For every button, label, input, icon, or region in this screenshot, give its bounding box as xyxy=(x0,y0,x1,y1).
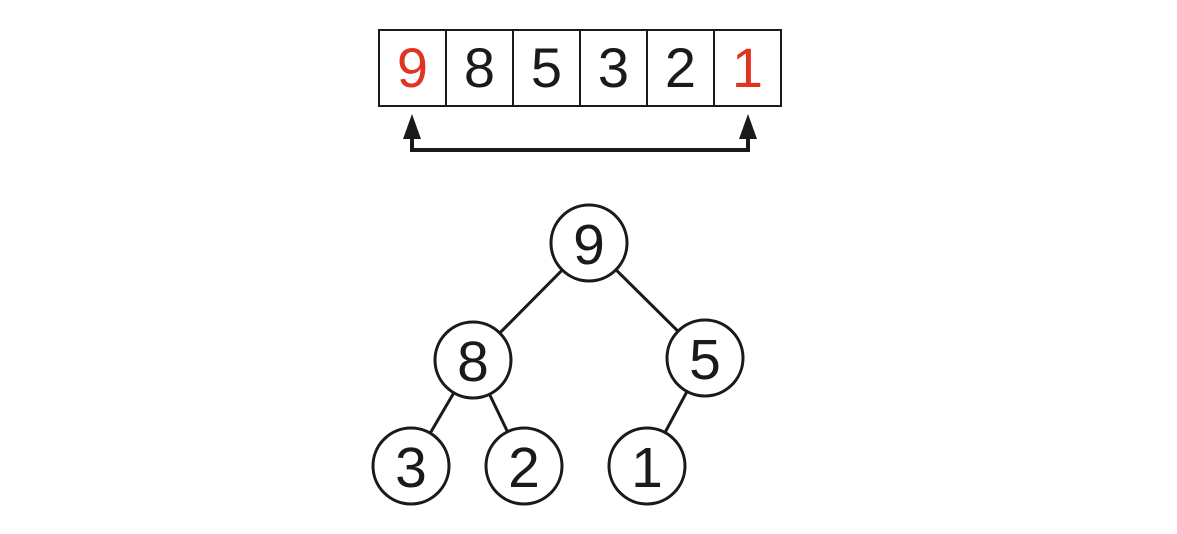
array-cell-5: 1 xyxy=(713,29,782,107)
array-cell-0: 9 xyxy=(378,29,447,107)
swap-arrow-head-right-icon xyxy=(739,114,757,139)
tree-node-circle xyxy=(433,320,513,400)
array-cell-1: 8 xyxy=(445,29,514,107)
tree-node-circle xyxy=(665,318,745,398)
array-cell-value: 8 xyxy=(463,36,496,99)
array-cell-value: 9 xyxy=(396,36,429,99)
swap-arrow-head-left-icon xyxy=(403,114,421,139)
array-cell-value: 3 xyxy=(597,36,630,99)
swap-arrow-line xyxy=(410,137,750,152)
array-cell-value: 5 xyxy=(530,36,563,99)
tree-node-circle xyxy=(371,426,451,506)
tree-node-left-right: 2 xyxy=(484,426,564,506)
tree-node-value: 2 xyxy=(508,436,540,500)
array-cell-3: 3 xyxy=(579,29,648,107)
swap-arrow xyxy=(403,114,757,152)
tree-node-root: 9 xyxy=(549,203,629,283)
tree-nodes: 9 8 5 3 2 1 xyxy=(371,203,745,506)
tree-node-left-left: 3 xyxy=(371,426,451,506)
array-cell-value: 2 xyxy=(664,36,697,99)
tree-node-right: 5 xyxy=(665,318,745,398)
tree-node-value: 5 xyxy=(689,328,721,392)
tree-node-left: 8 xyxy=(433,320,513,400)
array-cell-value: 1 xyxy=(731,36,764,99)
tree-node-value: 3 xyxy=(395,436,427,500)
tree-node-value: 1 xyxy=(631,436,663,500)
tree-node-value: 8 xyxy=(457,330,489,394)
tree-node-value: 9 xyxy=(573,213,605,277)
tree-node-circle xyxy=(484,426,564,506)
tree-node-circle xyxy=(549,203,629,283)
tree-node-circle xyxy=(607,426,687,506)
array-cell-4: 2 xyxy=(646,29,715,107)
array: 9 8 5 3 2 1 xyxy=(378,29,782,107)
tree-node-right-left: 1 xyxy=(607,426,687,506)
